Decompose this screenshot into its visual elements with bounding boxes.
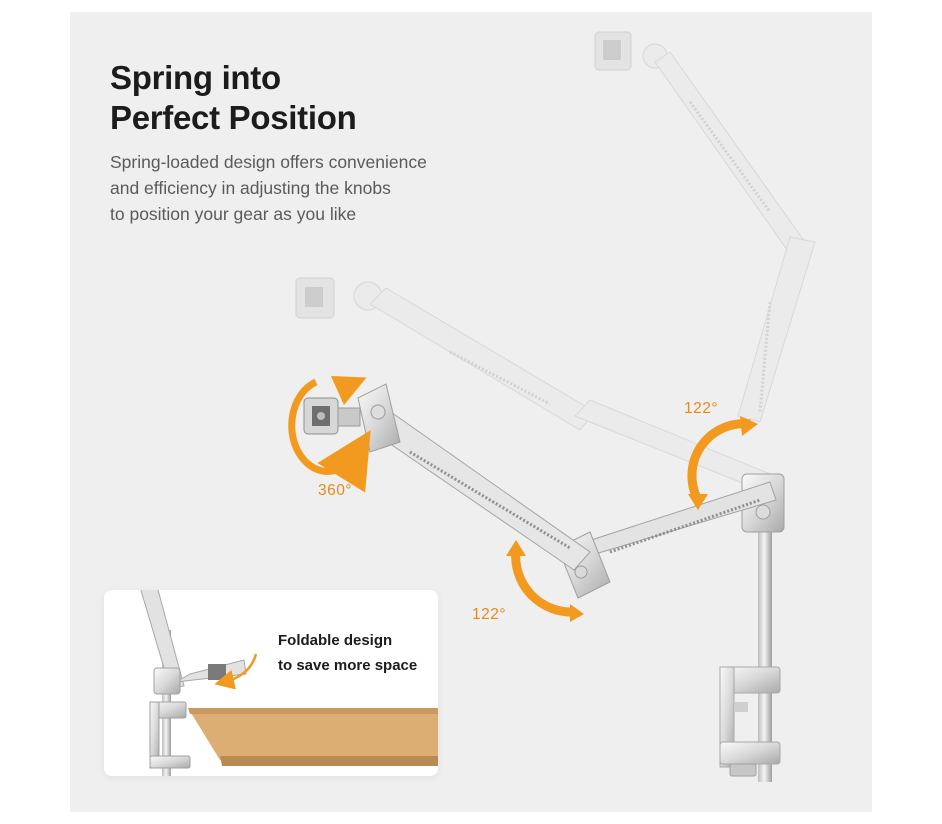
subtitle-line-1: Spring-loaded design offers convenience [110, 152, 427, 172]
folded-stand-illustration [140, 590, 438, 776]
angle-label-upper-joint: 122° [684, 400, 719, 417]
camera-mount [303, 383, 401, 453]
angle-label-lower-joint: 122° [472, 606, 507, 623]
product-image: Spring into Perfect Position Spring-load… [70, 12, 872, 812]
desk-board [188, 708, 438, 760]
arm-stand-illustration [288, 31, 816, 782]
rotation-360-indicator [288, 375, 371, 493]
folded-camera-mount [208, 664, 226, 680]
headline: Spring into Perfect Position [110, 58, 357, 138]
subtitle: Spring-loaded design offers convenience … [110, 149, 510, 227]
inset-caption: Foldable design to save more space [278, 628, 417, 678]
upper-joint-angle-indicator [687, 416, 758, 510]
lower-joint-angle-indicator [506, 540, 584, 622]
inset-caption-line-2: to save more space [278, 657, 418, 674]
desk-clamp [719, 666, 781, 777]
foldable-inset-card: Foldable design to save more space [104, 590, 438, 776]
subtitle-line-3: to position your gear as you like [110, 204, 357, 224]
fold-arrow-icon [214, 653, 258, 690]
angle-label-360: 360° [318, 482, 353, 499]
upper-arm [369, 409, 591, 571]
inset-caption-line-1: Foldable design [278, 632, 393, 649]
subtitle-line-2: and efficiency in adjusting the knobs [110, 178, 391, 198]
headline-line-1: Spring into [110, 59, 281, 96]
ghost-arm-top [594, 31, 816, 423]
headline-line-2: Perfect Position [110, 99, 357, 136]
ghost-arm-middle [295, 277, 771, 491]
stand-pole [758, 492, 772, 782]
